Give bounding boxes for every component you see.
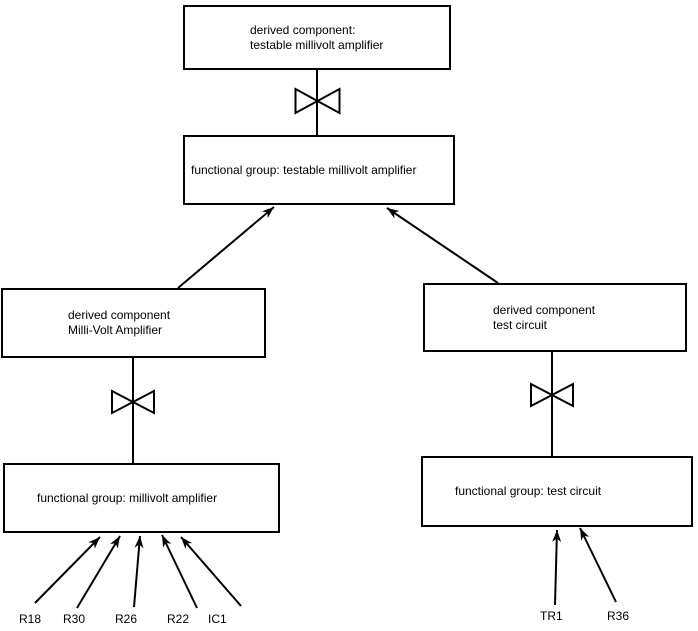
node-text-line: derived component: <box>250 22 356 37</box>
node-text-line: test circuit <box>493 317 548 332</box>
arrow-r18-to-fg-millivolt <box>34 536 101 604</box>
component-label-ic1: IC1 <box>208 612 227 626</box>
node-derived-component-testable-millivolt-amplifier: derived component: testable millivolt am… <box>183 5 451 70</box>
component-label-r18: R18 <box>19 612 42 626</box>
arrow-r36-to-fg-test <box>579 527 617 603</box>
node-text-line: Milli-Volt Amplifier <box>68 323 163 337</box>
node-text-line: testable millivolt amplifier <box>250 37 384 52</box>
node-functional-group-millivolt-amplifier: functional group: millivolt amplifier <box>3 463 280 533</box>
component-label-r26: R26 <box>115 612 138 626</box>
bowtie-icon <box>294 87 341 115</box>
node-text-line: functional group: millivolt amplifier <box>37 490 218 505</box>
arrow-r26-to-fg-millivolt <box>133 535 144 608</box>
component-label-tr1: TR1 <box>540 609 563 623</box>
arrow-tr1-to-fg-test <box>552 529 562 606</box>
node-text-line: functional group: test circuit <box>455 484 602 498</box>
arrow-ic1-to-fg-millivolt <box>180 536 242 607</box>
node-text-line: derived component <box>68 308 171 322</box>
node-text-line: functional group: testable millivolt amp… <box>191 162 417 177</box>
node-text-line: derived component <box>493 302 596 317</box>
node-functional-group-testable-millivolt-amplifier: functional group: testable millivolt amp… <box>183 135 455 205</box>
component-label-r22: R22 <box>167 612 190 626</box>
node-functional-group-test-circuit: functional group: test circuit <box>421 456 693 527</box>
bowtie-icon <box>111 389 155 415</box>
arrow-r22-to-fg-millivolt <box>161 534 198 609</box>
arrow-derived-test-to-fg-testable <box>386 207 499 284</box>
arrow-derived-millivolt-to-fg-testable <box>177 206 275 289</box>
component-label-r36: R36 <box>607 609 630 623</box>
arrow-r30-to-fg-millivolt <box>76 535 121 609</box>
node-derived-component-test-circuit: derived component test circuit <box>423 283 687 352</box>
node-derived-component-milli-volt-amplifier: derived component Milli-Volt Amplifier <box>1 288 266 358</box>
component-label-r30: R30 <box>63 612 86 626</box>
bowtie-icon <box>530 382 574 408</box>
